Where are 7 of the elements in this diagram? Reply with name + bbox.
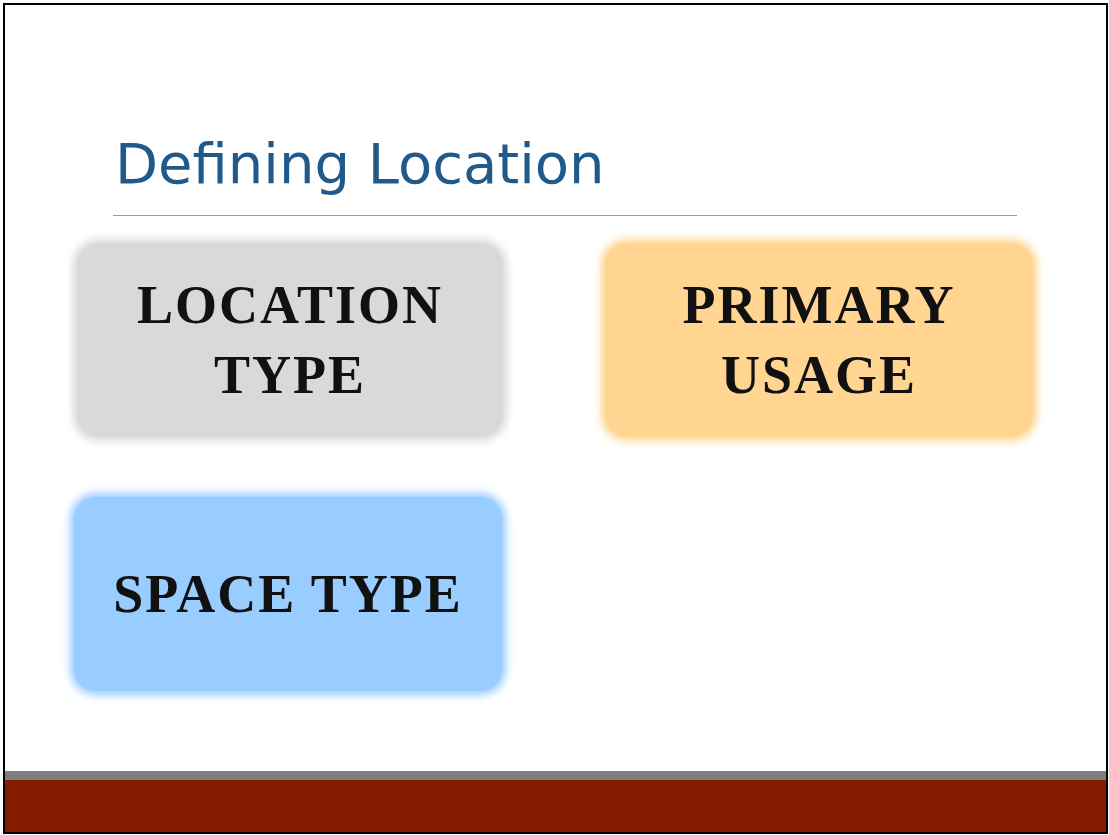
box-label: PRIMARY USAGE bbox=[681, 273, 957, 407]
category-box bbox=[77, 243, 503, 437]
category-box bbox=[605, 243, 1033, 437]
box-label: SPACE TYPE bbox=[113, 562, 463, 626]
slide-title: Defining Location bbox=[115, 133, 605, 195]
box-label: LOCATION TYPE bbox=[137, 273, 444, 407]
category-box bbox=[74, 497, 502, 691]
